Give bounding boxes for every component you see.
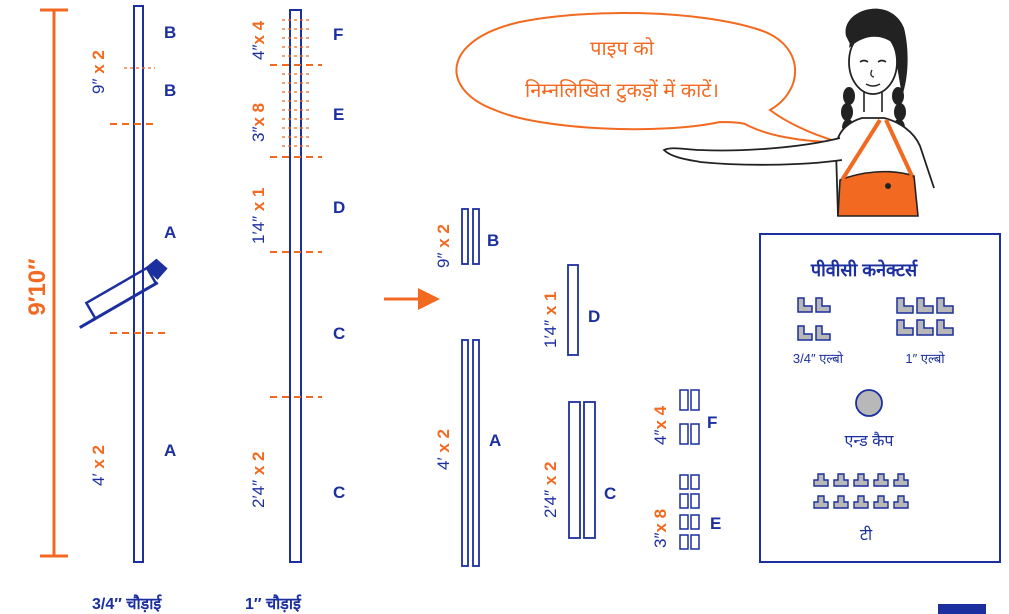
- piece-d-dim: 1′4″ x 1: [541, 292, 560, 348]
- piece-c-label: C: [604, 484, 616, 503]
- width-label-three-quarter: 3/4″ चौड़ाई: [92, 594, 162, 613]
- pipe-right-dim-4in: 4″x 4: [249, 20, 268, 60]
- pipe-right-label-c1: C: [333, 324, 345, 343]
- piece-b: [461, 208, 480, 265]
- pipe-right-label-c2: C: [333, 483, 345, 502]
- end-cap-label: एन्ड कैप: [845, 431, 895, 450]
- elbow-one-inch-icon: [896, 297, 954, 336]
- piece-a-label: A: [489, 431, 501, 450]
- speech-line-2: निम्नलिखित टुकड़ों में काटें।: [525, 79, 719, 103]
- elbow-three-quarter-icon: [797, 297, 831, 341]
- piece-c-dim: 2′4″ x 2: [541, 462, 560, 518]
- piece-f: [679, 389, 700, 445]
- pipe-right-label-e: E: [333, 105, 344, 124]
- tee-label: टी: [860, 525, 873, 544]
- pipe-left-dim-9in: 9″ x 2: [89, 50, 108, 94]
- pipe-left-dim-4ft: 4′ x 2: [89, 445, 108, 486]
- pipe-right-label-d: D: [333, 198, 345, 217]
- total-length-label: 9′10″: [24, 258, 51, 316]
- arrow-right-icon: [384, 288, 440, 310]
- page-corner-marker: [938, 604, 986, 614]
- speech-line-1: पाइप को: [590, 37, 655, 60]
- hacksaw-icon: [79, 258, 168, 329]
- elbow-three-quarter-label: 3/4″ एल्बो: [793, 351, 844, 366]
- piece-a-dim: 4′ x 2: [434, 429, 453, 470]
- pipe-right-dim-1ft4in: 1′4″ x 1: [249, 188, 268, 244]
- piece-b-label: B: [487, 231, 499, 250]
- piece-e-dim: 3″x 8: [651, 509, 670, 548]
- piece-f-dim: 4″x 4: [651, 405, 670, 445]
- speech-bubble: पाइप को निम्नलिखित टुकड़ों में काटें।: [455, 11, 839, 143]
- pipe-right-dim-3in: 3″x 8: [249, 103, 268, 142]
- piece-f-label: F: [707, 413, 717, 432]
- pipe-one-inch: [270, 9, 322, 563]
- piece-b-dim: 9″ x 2: [434, 224, 453, 268]
- girl-illustration: [662, 8, 935, 217]
- tee-icon: [813, 473, 909, 509]
- piece-a: [461, 339, 480, 567]
- width-label-one-inch: 1″ चौड़ाई: [245, 594, 302, 613]
- pipe-left-label-b2: B: [164, 81, 176, 100]
- pipe-left-label-b1: B: [164, 23, 176, 42]
- pipe-three-quarter: [110, 5, 168, 563]
- connectors-title: पीवीसी कनेक्टर्स: [810, 259, 918, 280]
- elbow-one-inch-label: 1″ एल्बो: [905, 351, 945, 366]
- pipe-left-label-a2: A: [164, 441, 176, 460]
- piece-d-label: D: [588, 307, 600, 326]
- pipe-left-label-a1: A: [164, 223, 176, 242]
- piece-d: [567, 264, 579, 356]
- pipe-right-label-f: F: [333, 25, 343, 44]
- pipe-right-dim-2ft4in: 2′4″ x 2: [249, 452, 268, 508]
- end-cap-icon: [855, 389, 883, 417]
- piece-c: [568, 401, 596, 539]
- piece-e: [679, 474, 700, 550]
- total-length-dimension: 9′10″: [22, 8, 68, 558]
- piece-e-label: E: [710, 514, 721, 533]
